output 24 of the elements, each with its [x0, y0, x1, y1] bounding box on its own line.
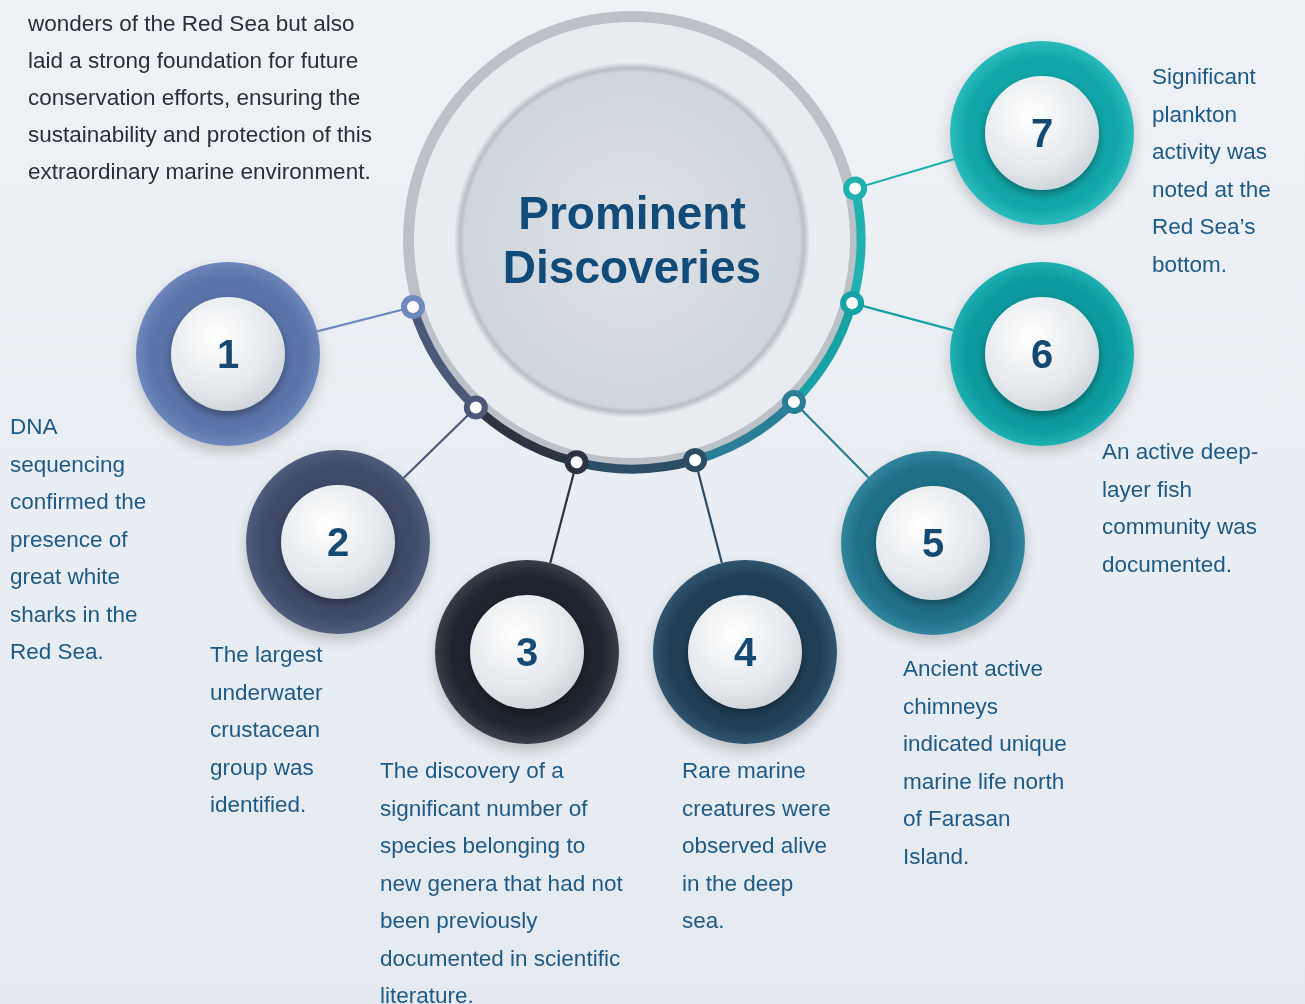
step-number: 7	[985, 76, 1099, 190]
step-number: 3	[470, 595, 584, 709]
discovery-description: The largest underwater crustacean group was identified.	[210, 641, 324, 819]
connector-line	[840, 291, 954, 332]
discovery-description: The discovery of a significant number of species belonging to new genera that had not been previously documented in scientific literature.	[380, 757, 624, 1004]
connector-line	[549, 450, 589, 564]
connector-line	[843, 158, 955, 201]
discovery-description: DNA sequencing confirmed the presence of great white sharks in the Red Sea.	[10, 413, 148, 666]
discovery-description: Ancient active chimneys indicated unique marine life north of Farasan Island.	[903, 655, 1068, 871]
step-number: 4	[688, 595, 802, 709]
discovery-description: Rare marine creatures were observed alive in the deep sea.	[682, 757, 832, 935]
step-number: 5	[876, 486, 990, 600]
connector-line	[316, 294, 425, 333]
discovery-description: Significant plankton activity was noted at the Red Sea’s bottom.	[1152, 63, 1272, 279]
step-number: 6	[985, 297, 1099, 411]
number-circle	[841, 451, 1025, 635]
central-title: Prominent Discoveries	[501, 186, 763, 294]
discovery-description: An active deep-layer fish community was documented.	[1102, 438, 1260, 579]
step-number: 2	[281, 485, 395, 599]
connector-line	[403, 395, 488, 479]
connector-line	[781, 389, 870, 479]
connector-line	[683, 448, 723, 564]
step-number: 1	[171, 297, 285, 411]
intro-paragraph: wonders of the Red Sea but also laid a strong foundation for future conservation efforts, ensuring the sustainability and protection of this extraordinary marine environment.	[28, 10, 373, 186]
